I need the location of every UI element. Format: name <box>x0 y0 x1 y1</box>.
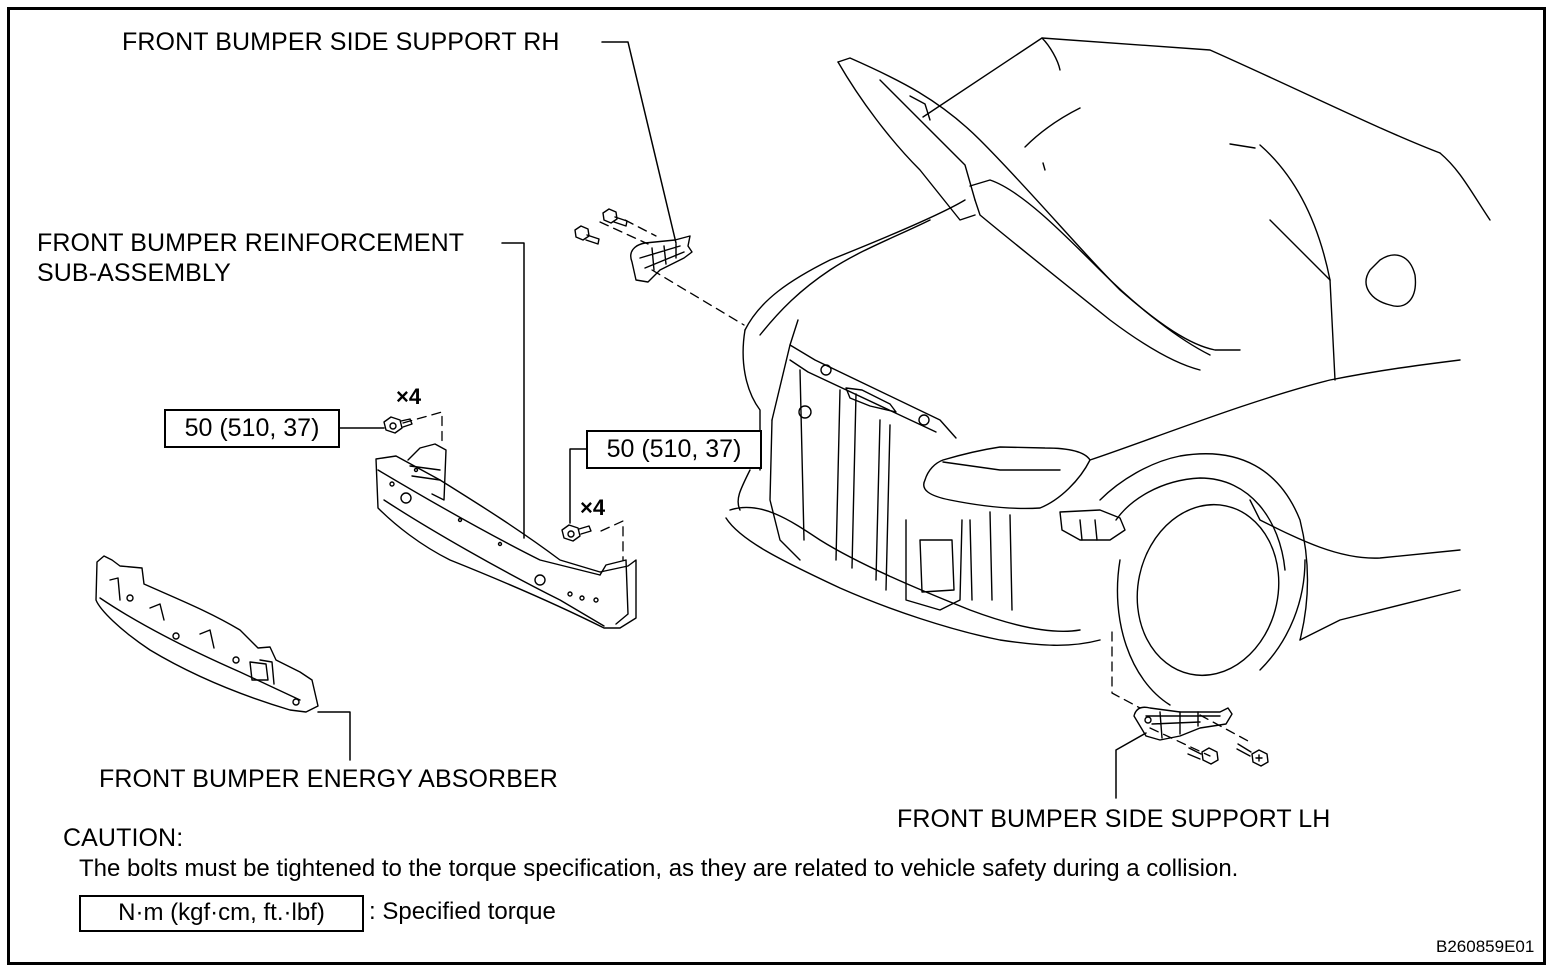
figure-code: B260859E01 <box>1436 937 1535 956</box>
leader-energy-absorber <box>317 711 351 761</box>
legend-description: : Specified torque <box>369 898 556 925</box>
leader-side-support-rh <box>601 41 677 244</box>
leader-torque-right <box>569 448 587 524</box>
caution-text: The bolts must be tightened to the torqu… <box>79 855 1239 882</box>
legend-unit-box: N·m (kgf·cm, ft.·lbf) <box>79 895 364 932</box>
label-energy-absorber: FRONT BUMPER ENERGY ABSORBER <box>99 765 558 793</box>
leader-side-support-lh <box>1115 732 1147 799</box>
quantity-left: ×4 <box>396 384 422 409</box>
leader-reinforcement <box>501 242 525 539</box>
vehicle-body <box>725 37 1491 706</box>
bolt-right <box>561 524 592 542</box>
bolt-lh-1 <box>1187 747 1219 765</box>
energy-absorber-part <box>95 555 319 713</box>
torque-spec-right: 50 (510, 37) <box>586 430 762 469</box>
label-reinforcement-line1: FRONT BUMPER REINFORCEMENT <box>37 229 465 257</box>
bolt-rh-1 <box>602 208 628 227</box>
leader-lines <box>317 41 1147 799</box>
bolt-rh-2 <box>574 225 600 245</box>
bolt-left <box>383 416 413 434</box>
label-reinforcement-line2: SUB-ASSEMBLY <box>37 259 231 287</box>
diagram-frame <box>7 7 1546 965</box>
alignment-lines <box>402 219 1251 757</box>
label-side-support-lh: FRONT BUMPER SIDE SUPPORT LH <box>897 805 1331 833</box>
side-support-lh-part <box>1133 706 1233 741</box>
caution-heading: CAUTION: <box>63 824 184 852</box>
screw-lh-2 <box>1236 743 1269 767</box>
label-side-support-rh: FRONT BUMPER SIDE SUPPORT RH <box>122 28 560 56</box>
quantity-right: ×4 <box>580 495 606 520</box>
side-support-rh-part <box>630 235 693 283</box>
reinforcement-part <box>375 443 637 629</box>
torque-spec-left: 50 (510, 37) <box>164 409 340 448</box>
